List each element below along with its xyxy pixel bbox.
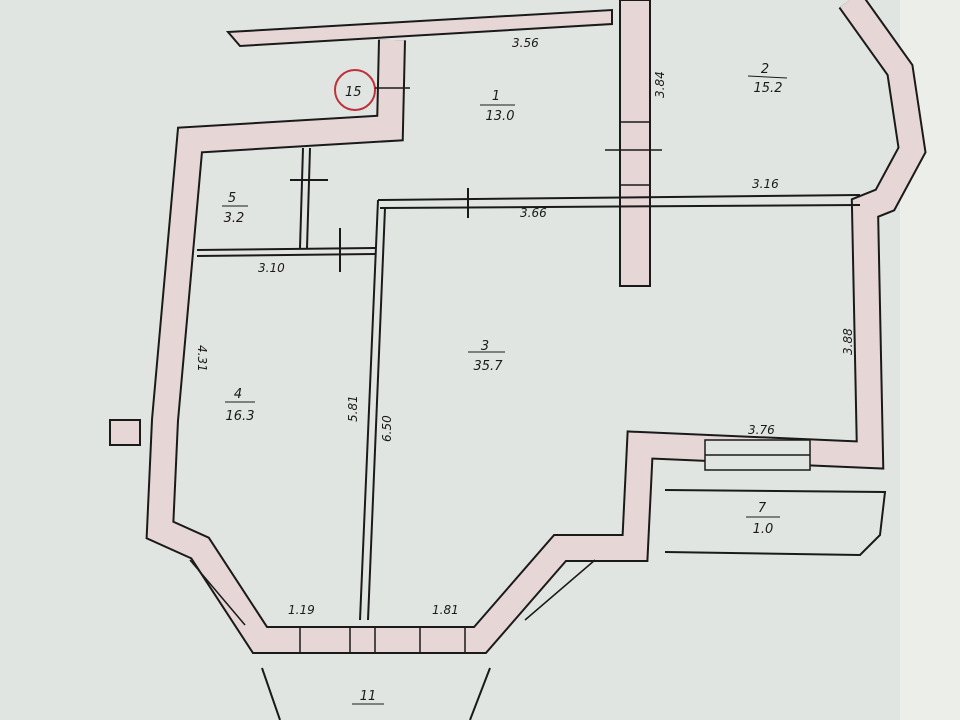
- room-number: 5: [228, 191, 236, 206]
- room-3: 3 35.7: [468, 339, 505, 374]
- room-area: 13.0: [486, 109, 515, 124]
- room-number: 3: [481, 339, 489, 354]
- room-11: 11: [352, 689, 384, 705]
- dim-room4-right: 5.81: [346, 395, 360, 422]
- dim-room3-left: 6.50: [380, 415, 394, 442]
- room-7: 7 1.0: [746, 501, 780, 537]
- dim-room3-right: 3.88: [841, 328, 855, 355]
- dim-room3-top: 3.66: [520, 206, 547, 220]
- room-number: 11: [360, 689, 377, 704]
- dim-room2-bottom: 3.16: [752, 177, 779, 191]
- wall-room1-room2: [619, 0, 651, 287]
- room-4: 4 16.3: [225, 387, 255, 424]
- interior-walls: [196, 147, 861, 621]
- dim-bay-right: 1.81: [432, 603, 459, 617]
- dim-bay-left: 1.19: [288, 603, 315, 617]
- room11-outline: [261, 667, 491, 720]
- dim-room4-left: 4.31: [195, 345, 209, 372]
- wall-top: [225, 8, 613, 48]
- outer-wall: [109, 0, 927, 654]
- dim-room4-top: 3.10: [258, 261, 285, 275]
- marker-label: 15: [345, 85, 362, 100]
- room-number: 7: [758, 501, 767, 516]
- room-area: 35.7: [474, 359, 504, 374]
- dim-room3-bottom-right: 3.76: [748, 423, 775, 437]
- room-area: 3.2: [224, 211, 245, 226]
- room-5: 5 3.2: [222, 191, 248, 226]
- marker-circle: [334, 69, 376, 111]
- balcony-outline: [664, 489, 887, 557]
- room-number: 4: [234, 387, 242, 402]
- room-area: 16.3: [226, 409, 255, 424]
- room-number: 1: [492, 89, 500, 104]
- room-1: 1 13.0: [480, 89, 515, 124]
- room-2: 2 15.2: [747, 62, 788, 96]
- dim-wall-1-2: 3.84: [653, 71, 667, 98]
- room-number: 2: [761, 62, 769, 77]
- windows: [189, 439, 811, 653]
- dim-top-room1: 3.56: [512, 36, 539, 50]
- room-area: 1.0: [753, 522, 774, 537]
- room-area: 15.2: [754, 81, 783, 96]
